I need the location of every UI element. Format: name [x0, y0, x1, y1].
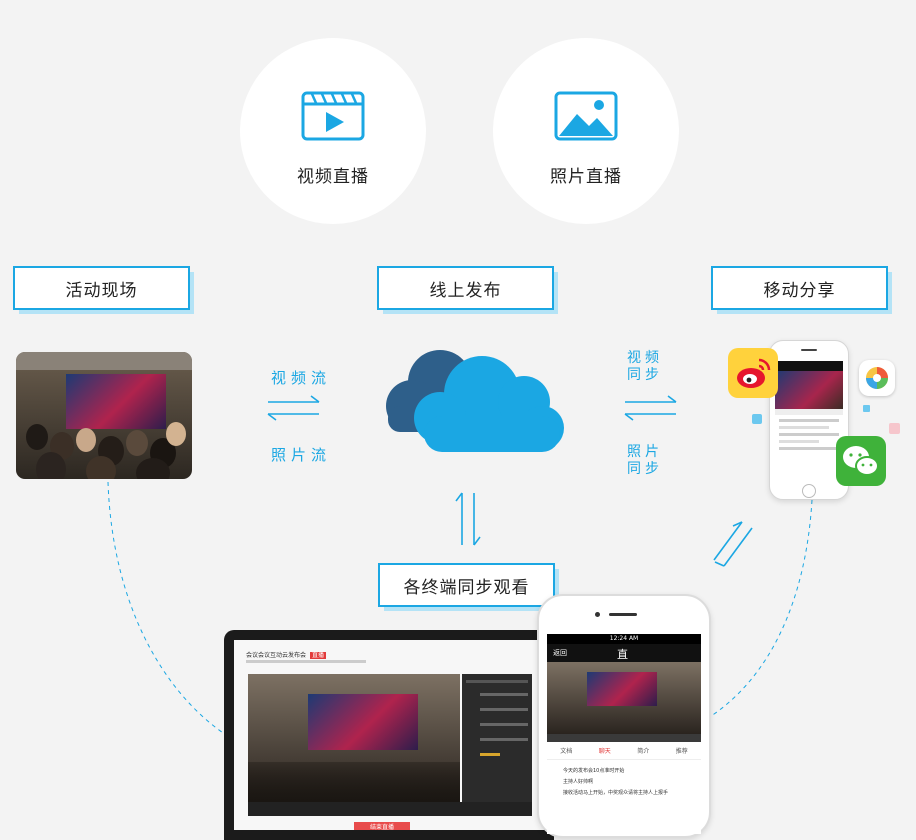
phone-chat-list: 今天的发布会10点准时开始 主持人好帅啊 接收活动马上开始，中奖观众请将主持人上… — [547, 760, 701, 803]
laptop-chat-panel — [462, 674, 532, 802]
phone-status-bar: 12:24 AM — [547, 634, 701, 644]
video-sync-label: 视频 同步 — [627, 350, 663, 384]
phone-tab-chat[interactable]: 聊天 — [598, 748, 611, 755]
end-live-button[interactable]: 结束直播 — [354, 822, 410, 830]
right-dashed-arc — [704, 499, 813, 721]
laptop-screen: 会议会议互动云发布会 直播 结束直播 — [234, 640, 544, 830]
share-phone-speaker — [801, 349, 817, 351]
viewer-phone-camera — [595, 612, 600, 617]
share-phone-screen — [775, 361, 843, 481]
video-sync-line1: 视频 — [627, 350, 663, 366]
diagonal-exchange-arrows — [713, 521, 753, 567]
video-live-label: 视频直播 — [297, 167, 369, 187]
phone-tab-recommend[interactable]: 推荐 — [675, 748, 688, 755]
chat-message: 接收活动马上开始，中奖观众请将主持人上报手 — [563, 790, 669, 796]
laptop: 会议会议互动云发布会 直播 结束直播 — [224, 630, 554, 840]
photo-sync-line1: 照片 — [627, 444, 663, 460]
online-box: 线上发布 — [377, 266, 554, 310]
phone-tabs: 文档 聊天 简介 推荐 — [547, 742, 701, 760]
photo-live-circle: 照片直播 — [493, 38, 679, 224]
chat-message: 主持人好帅啊 — [563, 779, 594, 785]
phone-title: 直 — [617, 648, 628, 661]
phone-tab-intro[interactable]: 简介 — [637, 748, 650, 755]
laptop-live-badge: 直播 — [309, 652, 326, 659]
viewer-phone-screen: 12:24 AM 返回 直 文档 聊天 简介 推荐 今天的发布会10点准时开始 … — [547, 634, 701, 834]
tiny-blue-dot — [863, 405, 870, 412]
laptop-title: 会议会议互动云发布会 — [246, 652, 307, 659]
phone-back[interactable]: 返回 — [553, 649, 567, 657]
tiny-pink-dot — [889, 423, 900, 434]
laptop-video — [248, 674, 460, 802]
mobile-box: 移动分享 — [711, 266, 888, 310]
video-stream-label: 视频流 — [271, 369, 332, 387]
phone-video — [547, 662, 701, 734]
share-phone — [769, 340, 849, 500]
photo-stream-label: 照片流 — [271, 446, 332, 464]
left-dashed-arc — [107, 481, 227, 736]
phone-time: 12:24 AM — [609, 635, 639, 642]
event-scene-photo — [16, 352, 192, 479]
image-icon — [554, 91, 618, 141]
video-live-circle: 视频直播 — [240, 38, 426, 224]
phone-tab-doc[interactable]: 文档 — [560, 748, 573, 755]
viewer-phone: 12:24 AM 返回 直 文档 聊天 简介 推荐 今天的发布会10点准时开始 … — [537, 594, 711, 838]
small-blue-square — [752, 414, 762, 424]
photo-sync-line2: 同步 — [627, 461, 663, 477]
terminals-box: 各终端同步观看 — [378, 563, 555, 607]
photo-sync-label: 照片 同步 — [627, 444, 663, 478]
right-exchange-arrows — [624, 395, 677, 421]
ceiling — [16, 352, 192, 370]
stage-screen — [66, 374, 166, 429]
viewer-phone-speaker — [609, 613, 637, 616]
phone-nav-bar: 返回 直 — [547, 644, 701, 662]
cloud-icon — [386, 350, 564, 452]
chat-message: 今天的发布会10点准时开始 — [563, 768, 625, 774]
scene-box: 活动现场 — [13, 266, 190, 310]
share-phone-home-button — [802, 484, 816, 498]
vertical-exchange-arrows — [455, 492, 481, 546]
wechat-icon — [836, 436, 886, 486]
photos-icon — [859, 360, 895, 396]
video-clapper-icon — [301, 91, 365, 141]
video-sync-line2: 同步 — [627, 367, 663, 383]
photo-live-label: 照片直播 — [550, 167, 622, 187]
left-exchange-arrows — [267, 395, 320, 421]
weibo-icon — [728, 348, 778, 398]
